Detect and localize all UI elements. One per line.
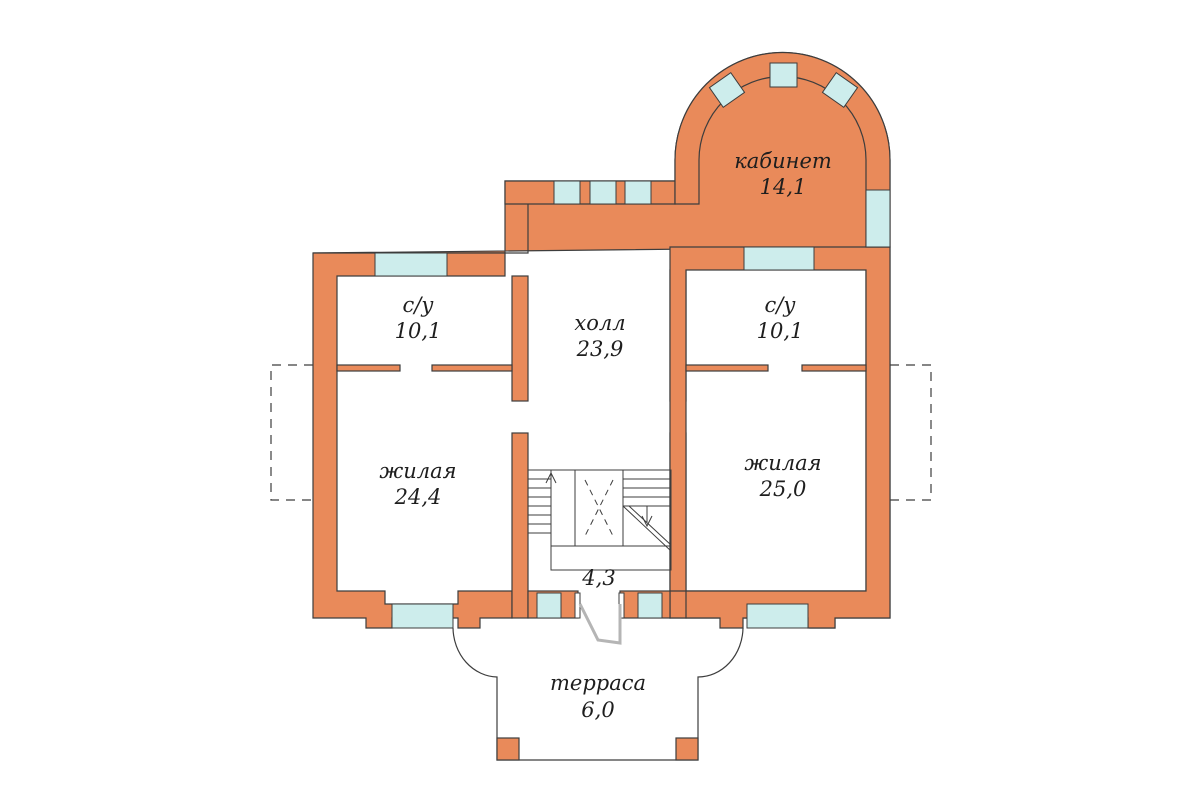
room-area-living-left: 24,4 <box>394 485 442 509</box>
room-name-living-left: жилая <box>379 459 456 483</box>
staircase <box>528 469 672 571</box>
stair-down-arrow <box>641 506 653 528</box>
balcony-outline-right <box>890 364 932 501</box>
stair-up-arrow <box>545 471 557 533</box>
room-area-stair: 4,3 <box>581 566 615 590</box>
room-area-cabinet: 14,1 <box>760 175 807 199</box>
wall-right-block <box>669 246 891 629</box>
window-right-top <box>743 246 815 271</box>
window-cabinet-arc-3 <box>821 72 859 108</box>
partition-left-b <box>431 364 513 372</box>
room-name-living-right: жилая <box>744 451 821 475</box>
room-area-hall: 23,9 <box>576 337 624 361</box>
window-left-bottom <box>391 603 454 629</box>
partition-right-b <box>801 364 867 372</box>
room-area-wc-right: 10,1 <box>757 319 804 343</box>
room-area-living-right: 25,0 <box>759 477 807 501</box>
window-cabinet-side <box>865 189 891 248</box>
window-hall-1 <box>553 180 581 205</box>
terrace-pillar-left <box>496 737 520 761</box>
room-name-hall: холл <box>574 311 625 335</box>
room-area-terrace: 6,0 <box>581 698 614 722</box>
window-hall-3 <box>624 180 652 205</box>
terrace-pillar-right <box>675 737 699 761</box>
room-name-terrace: терраса <box>550 671 646 695</box>
room-name-wc-right: с/у <box>764 293 796 317</box>
window-entrance-right <box>637 592 663 619</box>
partition-left-a <box>336 364 401 372</box>
window-right-bottom <box>746 603 809 629</box>
window-cabinet-arc-1 <box>708 72 746 108</box>
partition-right-a <box>685 364 769 372</box>
room-name-wc-left: с/у <box>402 293 434 317</box>
balcony-outline-left <box>270 364 313 501</box>
entrance-door-leaf <box>578 603 622 645</box>
window-left-top <box>374 252 448 277</box>
room-area-wc-left: 10,1 <box>395 319 442 343</box>
window-hall-2 <box>589 180 617 205</box>
room-name-cabinet: кабинет <box>734 149 832 173</box>
window-cabinet-arc-2 <box>769 62 798 88</box>
hall-wall-left-upper <box>511 275 529 402</box>
hall-wall-left-lower <box>511 432 529 619</box>
window-entrance-left <box>536 592 562 619</box>
